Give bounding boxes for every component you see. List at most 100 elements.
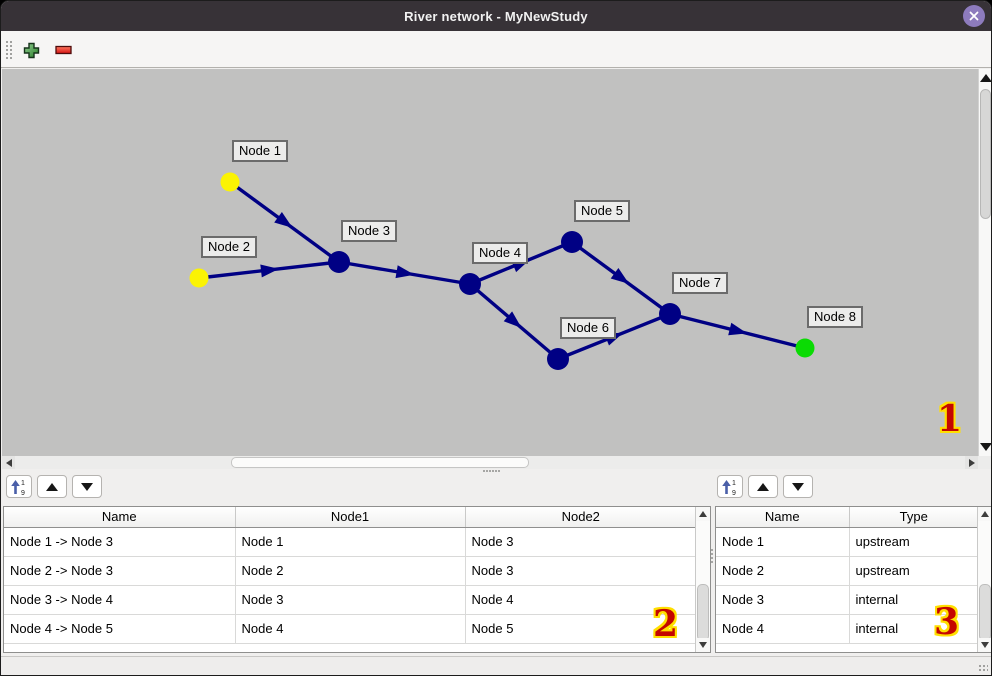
table-cell[interactable]: upstream — [849, 556, 978, 586]
column-header[interactable]: Node2 — [465, 507, 696, 528]
table-cell[interactable]: internal — [849, 614, 978, 644]
scroll-down-arrow-icon[interactable] — [696, 638, 710, 652]
node-label[interactable]: Node 1 — [232, 140, 288, 162]
horizontal-splitter-handle[interactable] — [483, 470, 500, 472]
svg-text:9: 9 — [732, 490, 736, 496]
river-network-canvas[interactable]: Node 1 Node 2 Node 3 Node 4 Node 5 Node 6 Node… — [2, 69, 978, 456]
edge-arrow-icon — [728, 322, 748, 336]
scroll-right-arrow-icon[interactable] — [965, 456, 978, 469]
node-circle[interactable] — [659, 303, 681, 325]
table-cell[interactable]: Node 3 — [235, 585, 466, 615]
edge-arrow-icon — [395, 265, 415, 279]
node-label[interactable]: Node 5 — [574, 200, 630, 222]
scrollbar-corner — [978, 456, 991, 469]
title-bar[interactable]: River network - MyNewStudy — [1, 1, 991, 31]
table-cell[interactable]: Node 3 — [465, 527, 696, 557]
sort-1-9-icon: 1 9 — [11, 479, 25, 496]
scroll-up-arrow-icon[interactable] — [979, 69, 991, 87]
window-resize-grip[interactable] — [978, 664, 988, 672]
node-label[interactable]: Node 7 — [672, 272, 728, 294]
table-cell[interactable]: Node 4 — [235, 614, 466, 644]
toolbar-grip-handle[interactable] — [5, 40, 14, 60]
nodes-sort-button[interactable]: 1 9 — [717, 475, 743, 498]
table-cell[interactable]: Node 2 — [235, 556, 466, 586]
status-bar — [1, 656, 991, 675]
up-arrow-icon — [46, 482, 58, 491]
column-header[interactable]: Type — [849, 507, 978, 528]
table-cell[interactable]: Node 2 — [716, 556, 850, 586]
table-cell[interactable]: upstream — [849, 527, 978, 557]
node-circle[interactable] — [328, 251, 350, 273]
edge-arrow-icon — [274, 212, 293, 228]
table-cell[interactable]: internal — [849, 585, 978, 615]
node-label[interactable]: Node 6 — [560, 317, 616, 339]
nodes-move-down-button[interactable] — [783, 475, 813, 498]
node-label[interactable]: Node 8 — [807, 306, 863, 328]
node-label[interactable]: Node 2 — [201, 236, 257, 258]
scroll-down-arrow-icon[interactable] — [979, 438, 991, 456]
scroll-up-arrow-icon[interactable] — [978, 507, 991, 521]
node-label[interactable]: Node 4 — [472, 242, 528, 264]
table-cell[interactable]: Node 2 -> Node 3 — [4, 556, 236, 586]
sort-1-9-icon: 1 9 — [722, 479, 736, 496]
table-cell[interactable]: Node 5 — [465, 614, 696, 644]
table-cell[interactable]: Node 1 -> Node 3 — [4, 527, 236, 557]
table-cell[interactable]: Node 1 — [235, 527, 466, 557]
annotation-number: 1 — [937, 398, 963, 440]
close-button[interactable] — [963, 5, 985, 27]
node-circle[interactable] — [220, 172, 240, 192]
edges-sort-button[interactable]: 1 9 — [6, 475, 32, 498]
table-cell[interactable]: Node 4 -> Node 5 — [4, 614, 236, 644]
node-circle[interactable] — [189, 268, 209, 288]
nodes-move-up-button[interactable] — [748, 475, 778, 498]
table-cell[interactable]: Node 4 — [716, 614, 850, 644]
edges-table-scrollbar[interactable] — [695, 507, 710, 652]
minus-icon — [54, 45, 72, 55]
annotation-number: 3 — [934, 601, 960, 643]
nodes-table-scrollbar[interactable] — [977, 507, 991, 652]
node-circle[interactable] — [795, 338, 815, 358]
table-cell[interactable]: Node 4 — [465, 585, 696, 615]
edges-move-up-button[interactable] — [37, 475, 67, 498]
scroll-up-arrow-icon[interactable] — [696, 507, 710, 521]
column-header[interactable]: Name — [4, 507, 236, 528]
vertical-scrollbar-thumb[interactable] — [980, 89, 991, 219]
edge-arrow-icon — [503, 311, 522, 328]
nodes-scrollbar-thumb[interactable] — [979, 584, 991, 641]
horizontal-scrollbar-thumb[interactable] — [231, 457, 529, 468]
table-cell[interactable]: Node 1 — [716, 527, 850, 557]
node-circle[interactable] — [547, 348, 569, 370]
canvas-horizontal-scrollbar[interactable] — [2, 456, 978, 469]
node-circle[interactable] — [459, 273, 481, 295]
scroll-down-arrow-icon[interactable] — [978, 638, 991, 652]
column-header[interactable]: Node1 — [235, 507, 466, 528]
table-cell[interactable]: Node 3 — [716, 585, 850, 615]
remove-button[interactable] — [51, 38, 75, 62]
edges-scrollbar-thumb[interactable] — [697, 584, 709, 641]
node-circle[interactable] — [561, 231, 583, 253]
edges-move-down-button[interactable] — [72, 475, 102, 498]
add-button[interactable] — [19, 38, 43, 62]
column-header[interactable]: Name — [716, 507, 850, 528]
tables-splitter-handle[interactable] — [711, 549, 713, 563]
table-cell[interactable]: Node 3 — [465, 556, 696, 586]
scroll-left-arrow-icon[interactable] — [2, 456, 15, 469]
table-cell[interactable]: Node 3 -> Node 4 — [4, 585, 236, 615]
canvas-vertical-scrollbar[interactable] — [978, 69, 991, 456]
edge-arrow-icon — [610, 268, 630, 284]
svg-text:9: 9 — [21, 490, 25, 496]
node-label[interactable]: Node 3 — [341, 220, 397, 242]
